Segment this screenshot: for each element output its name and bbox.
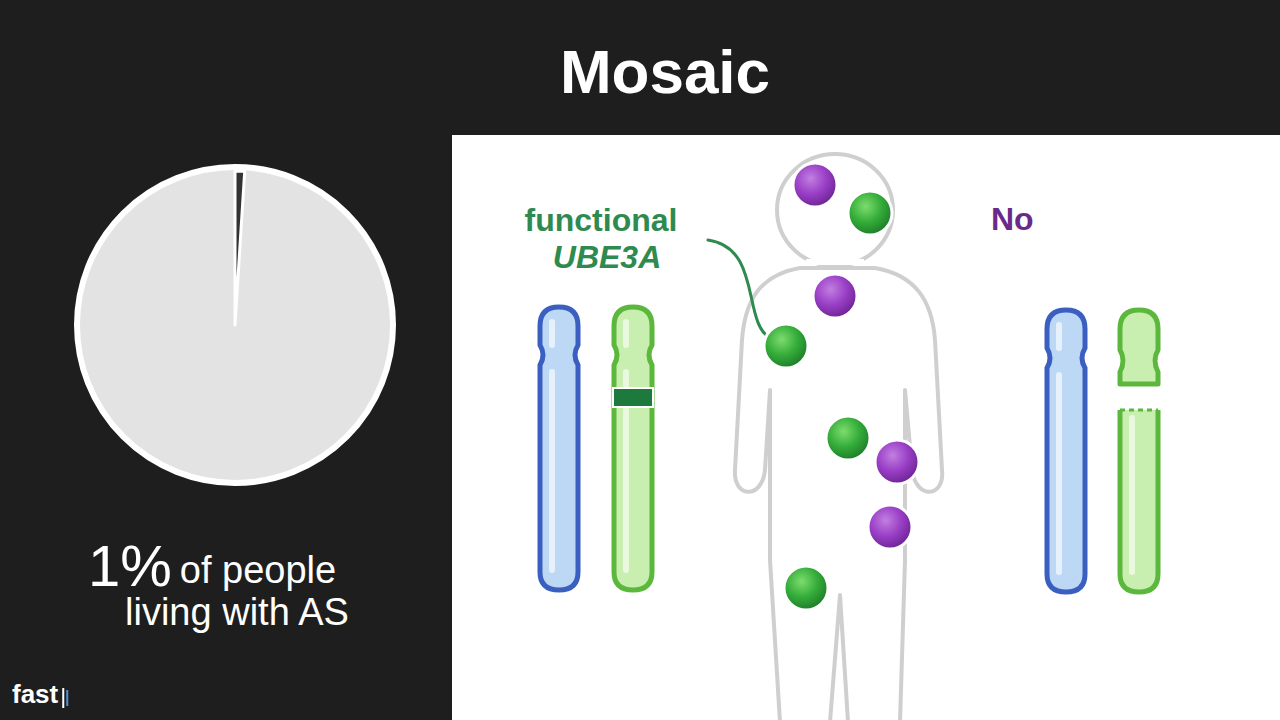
stat-number: 1% (88, 534, 172, 598)
logo-mark (62, 688, 68, 708)
callout-label: functional (525, 203, 678, 238)
leader-line (708, 240, 770, 338)
pie-slice (235, 171, 245, 325)
body-figure (735, 154, 942, 720)
cells (764, 163, 919, 610)
gene-name: UBE3A (553, 240, 661, 275)
chromosome-pair-deletion (1047, 310, 1158, 592)
title: Mosaic (560, 38, 770, 106)
pie-chart (77, 167, 393, 483)
chromosome-pair-normal (540, 307, 653, 590)
stat-caption: living with AS (125, 592, 349, 634)
logo-text: fast (12, 680, 58, 709)
callout-label: No (991, 202, 1034, 237)
stat-caption: of people (180, 550, 336, 592)
